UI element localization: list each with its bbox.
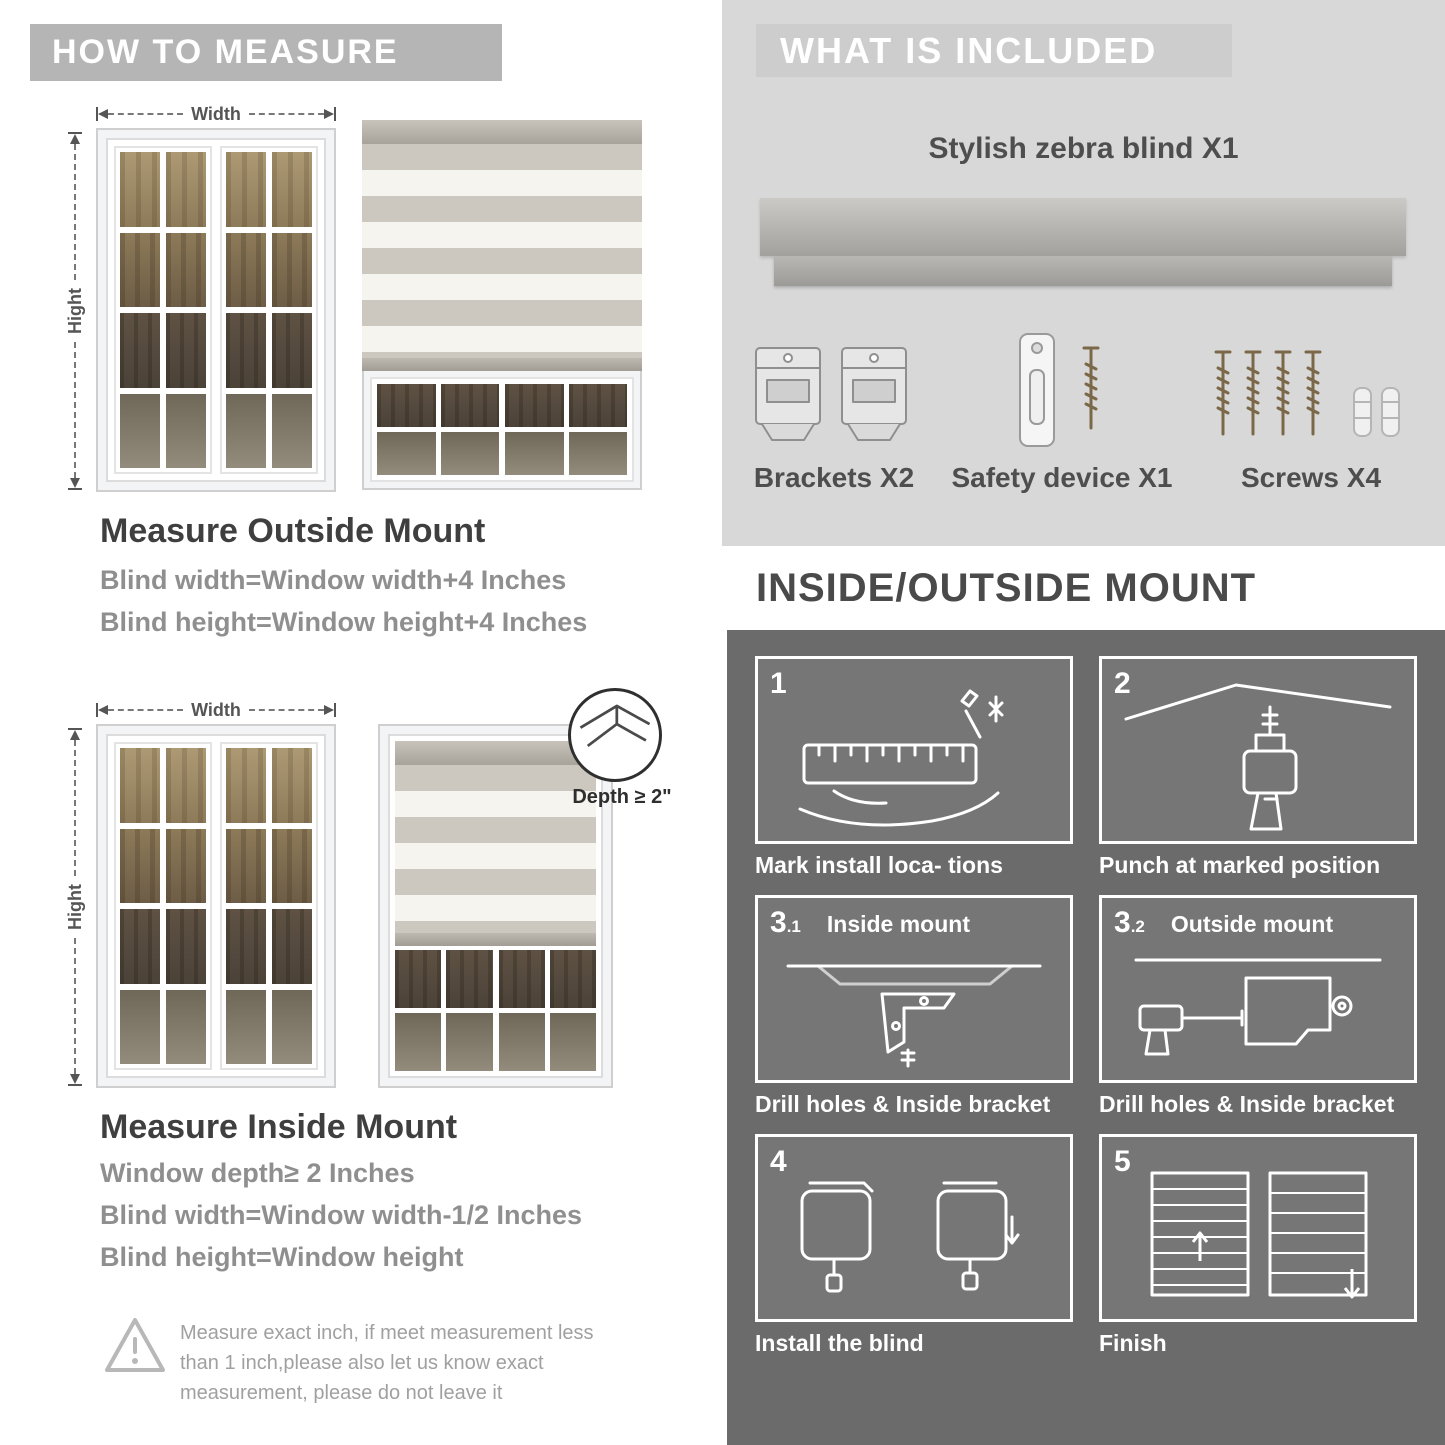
valance-illustration — [774, 256, 1392, 286]
blind-cassette — [395, 741, 596, 765]
safety-device-label: Safety device X1 — [951, 462, 1173, 493]
zebra-blind-illustration-inside — [378, 724, 613, 1088]
step-caption: Drill holes & Inside bracket — [755, 1091, 1051, 1117]
drill-icon — [1124, 683, 1392, 831]
step-3-2: 3 .2 Outside mount — [1099, 895, 1417, 1118]
inside-mount-heading: Measure Inside Mount — [100, 1108, 458, 1146]
install-blind-icon — [800, 1181, 1020, 1293]
window-illustration-outside — [96, 128, 336, 492]
step-1: 1 — [755, 656, 1073, 879]
step-5: 5 Finish — [1099, 1134, 1417, 1357]
depth-detail-magnifier — [568, 688, 662, 782]
zebra-blind-illustration-outside — [362, 120, 642, 490]
height-arrow-outside: Hight — [64, 132, 86, 491]
screws-label: Screws X4 — [1240, 462, 1382, 493]
window-illustration-inside — [96, 724, 336, 1088]
step-number: 4 — [770, 1145, 787, 1178]
step-header: Inside mount — [826, 911, 970, 937]
step-header: Outside mount — [1170, 911, 1334, 937]
finish-blinds-icon — [1150, 1171, 1368, 1299]
depth-label: Depth ≥ 2" — [572, 786, 672, 808]
product-name: Stylish zebra blind X1 — [928, 132, 1239, 165]
how-to-measure-banner: HOW TO MEASURE — [30, 24, 502, 81]
blind-bottom-rail — [362, 358, 642, 371]
outside-mount-heading: Measure Outside Mount — [100, 512, 486, 550]
step-2: 2 Punch — [1099, 656, 1417, 879]
blind-stripes — [362, 144, 642, 358]
measurement-note: Measure exact inch, if meet measurement … — [180, 1322, 594, 1404]
screws-item: Screws X4 — [1206, 322, 1416, 494]
step-number: 1 — [770, 667, 787, 700]
step-3-1: 3 .1 Inside mount — [755, 895, 1073, 1118]
mount-title-band: INSIDE/OUTSIDE MOUNT — [722, 546, 1445, 630]
inside-mount-line-1: Window depth≥ 2 Inches — [100, 1158, 415, 1188]
screws-icon — [1206, 322, 1416, 450]
what-is-included-panel: WHAT IS INCLUDED Stylish zebra blind X1 — [722, 0, 1445, 546]
inside-mount-line-2: Blind width=Window width-1/2 Inches — [100, 1200, 583, 1230]
width-arrow-outside: Width — [96, 103, 337, 124]
mark-location-icon — [798, 689, 1004, 827]
headrail-illustration — [760, 198, 1406, 256]
included-title: WHAT IS INCLUDED — [756, 24, 1232, 77]
step-number: 5 — [1114, 1145, 1131, 1178]
warning-icon — [103, 1315, 167, 1380]
step-4: 4 — [755, 1134, 1073, 1357]
inside-bracket-icon — [786, 964, 1042, 1068]
step-caption: Drill holes & Inside bracket — [1099, 1091, 1395, 1117]
safety-device-icon — [992, 322, 1132, 450]
brackets-item: Brackets X2 — [750, 322, 918, 494]
mount-title: INSIDE/OUTSIDE MOUNT — [756, 565, 1257, 610]
outside-bracket-icon — [1134, 958, 1382, 1056]
inside-mount-line-3: Blind height=Window height — [100, 1242, 464, 1272]
width-label: Width — [191, 699, 241, 720]
height-arrow-inside: Hight — [64, 728, 86, 1087]
step-number: 3 — [1114, 906, 1131, 939]
brackets-icon — [750, 322, 918, 450]
height-label: Hight — [64, 884, 85, 930]
brackets-label: Brackets X2 — [753, 462, 915, 493]
step-caption: Punch at marked position — [1099, 852, 1381, 878]
height-label: Hight — [64, 288, 85, 334]
outside-mount-line-1: Blind width=Window width+4 Inches — [100, 565, 567, 595]
blind-stripes — [395, 765, 596, 933]
blind-cassette — [362, 120, 642, 144]
step-number: 3 — [770, 906, 787, 939]
step-caption: Finish — [1099, 1330, 1167, 1356]
width-arrow-inside: Width — [96, 699, 337, 720]
safety-device-item: Safety device X1 — [951, 322, 1173, 494]
blind-bottom-rail — [395, 933, 596, 946]
step-number: 2 — [1114, 667, 1131, 700]
step-caption: Install the blind — [755, 1330, 924, 1356]
window-corner-icon — [579, 704, 651, 747]
step-caption: Mark install loca- tions — [755, 852, 1003, 878]
outside-mount-line-2: Blind height=Window height+4 Inches — [100, 607, 588, 637]
width-label: Width — [191, 103, 241, 124]
mount-steps-panel: 1 — [727, 630, 1445, 1445]
